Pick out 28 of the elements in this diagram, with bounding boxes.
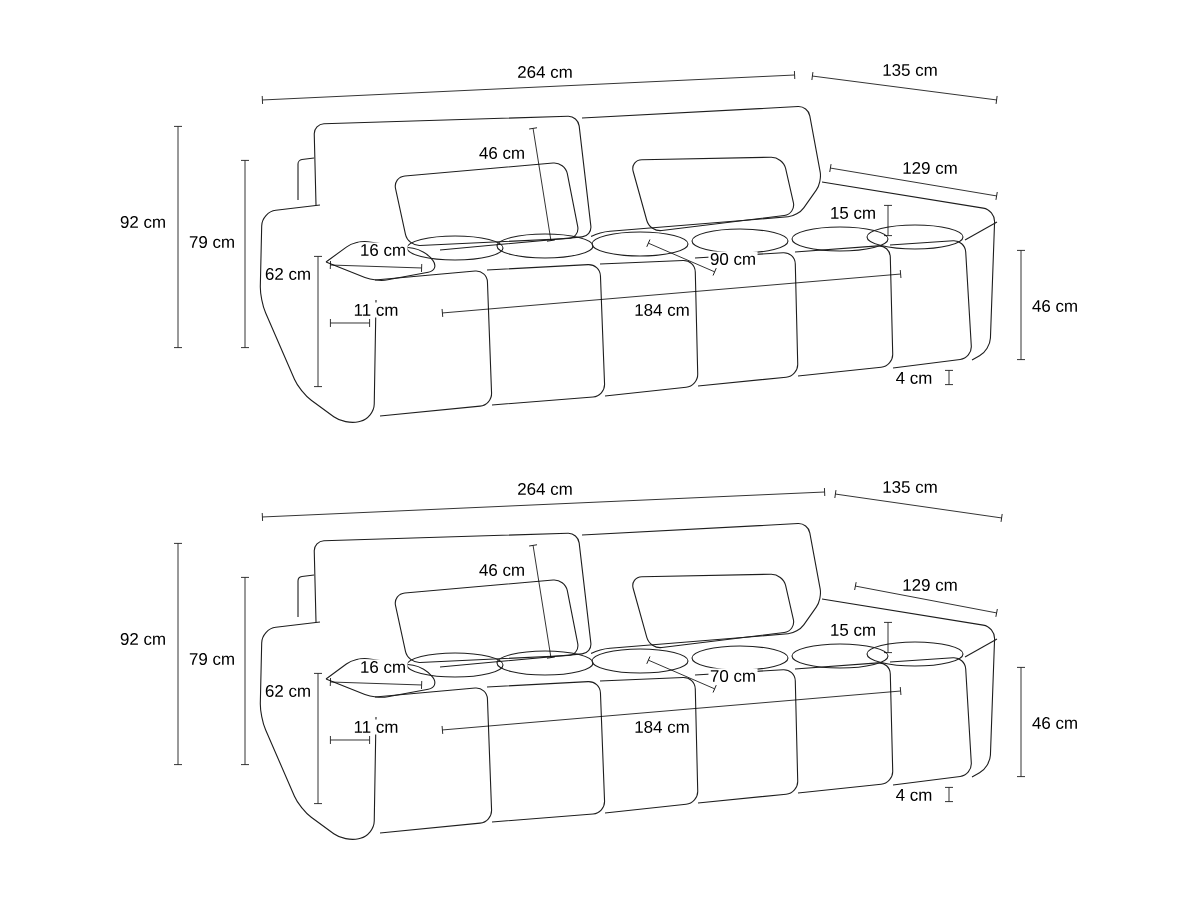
dimension-label: 135 cm: [880, 479, 940, 495]
dimension-label: 4 cm: [894, 370, 934, 386]
dimension-label: 184 cm: [632, 302, 692, 318]
dimension-label: 264 cm: [515, 481, 575, 497]
dimension-label: 16 cm: [358, 659, 408, 675]
dimension-label: 46 cm: [477, 145, 527, 161]
dimension-label: 129 cm: [900, 577, 960, 593]
dimension-label: 90 cm: [708, 251, 758, 267]
dimension-label: 11 cm: [352, 719, 400, 735]
dimension-label: 62 cm: [263, 266, 313, 282]
dimension-label: 184 cm: [632, 719, 692, 735]
dimension-label: 46 cm: [477, 562, 527, 578]
dimension-label: 15 cm: [828, 622, 878, 638]
dimension-label: 70 cm: [708, 668, 758, 684]
dimension-label: 4 cm: [894, 787, 934, 803]
dimension-label: 46 cm: [1030, 715, 1080, 731]
dimension-label: 11 cm: [352, 302, 400, 318]
dimension-label: 46 cm: [1030, 298, 1080, 314]
dimension-label: 92 cm: [118, 214, 168, 230]
dimension-label: 62 cm: [263, 683, 313, 699]
dimension-label: 15 cm: [828, 205, 878, 221]
dimension-label: 264 cm: [515, 64, 575, 80]
dimension-label: 79 cm: [187, 651, 237, 667]
dimension-label: 129 cm: [900, 160, 960, 176]
dimension-label: 135 cm: [880, 62, 940, 78]
dimension-label: 79 cm: [187, 234, 237, 250]
dimension-label: 16 cm: [358, 242, 408, 258]
dimension-label: 92 cm: [118, 631, 168, 647]
